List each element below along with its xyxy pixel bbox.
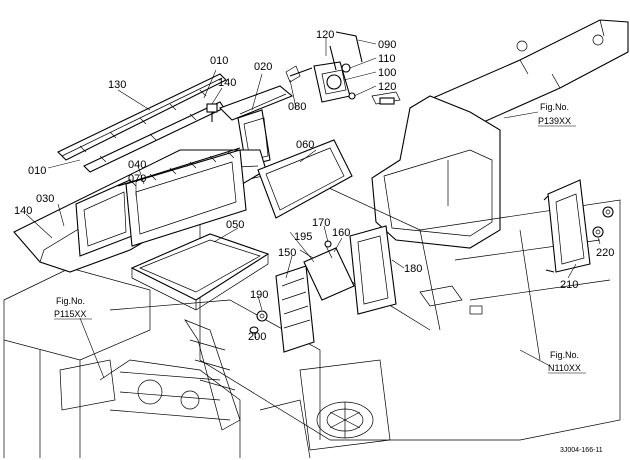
label-190: 190: [250, 289, 268, 301]
label-030: 030: [36, 193, 54, 205]
label-100: 100: [378, 67, 396, 79]
leader-lines: [25, 38, 601, 379]
label-060: 060: [296, 139, 314, 151]
label-120-bottom: 120: [378, 81, 396, 93]
panel-040-070: [117, 147, 247, 247]
wiper-blade-130: [57, 73, 227, 173]
label-090: 090: [378, 39, 396, 51]
figref-p115-number: P115XX: [54, 309, 86, 319]
label-220: 220: [596, 247, 614, 259]
filter-assembly-150-180: [275, 225, 397, 353]
lower-machinery: [59, 319, 391, 459]
figref-n110-number: N110XX: [548, 363, 581, 373]
figref-n110-title: Fig.No.: [550, 350, 579, 360]
label-080: 080: [288, 101, 306, 113]
bracket-210: [543, 179, 614, 273]
label-020: 020: [254, 61, 272, 73]
cab-frame: [3, 19, 629, 458]
figref-p139-number: P139XX: [538, 116, 571, 126]
label-040: 040: [128, 159, 146, 171]
motor-assembly: [285, 31, 395, 105]
label-180: 180: [404, 263, 422, 275]
label-210: 210: [560, 279, 578, 291]
filter-tray-050: [130, 233, 270, 311]
small-parts-190-200: [249, 310, 268, 334]
label-110: 110: [378, 53, 396, 65]
label-160: 160: [332, 227, 350, 239]
drawing-code: 3J004-166-11: [560, 447, 603, 454]
part-labels: 130 010 140 020 120 090 110 100 120 080 …: [14, 29, 614, 343]
label-010-top: 010: [210, 55, 228, 67]
label-050: 050: [226, 219, 244, 231]
label-120-top: 120: [316, 29, 334, 41]
label-140-left: 140: [14, 205, 32, 217]
figref-p139-title: Fig.No.: [540, 102, 569, 112]
label-140-top: 140: [218, 77, 236, 89]
figure-references: Fig.No. P139XX Fig.No. P115XX Fig.No. N1…: [54, 102, 586, 374]
label-070: 070: [128, 173, 146, 185]
label-170: 170: [312, 217, 330, 229]
label-130: 130: [108, 79, 126, 91]
label-195: 195: [294, 231, 312, 243]
filter-frame-060: [257, 139, 353, 219]
label-150: 150: [278, 247, 296, 259]
label-200: 200: [248, 331, 266, 343]
label-010-left: 010: [28, 165, 46, 177]
figref-p115-title: Fig.No.: [56, 296, 85, 306]
